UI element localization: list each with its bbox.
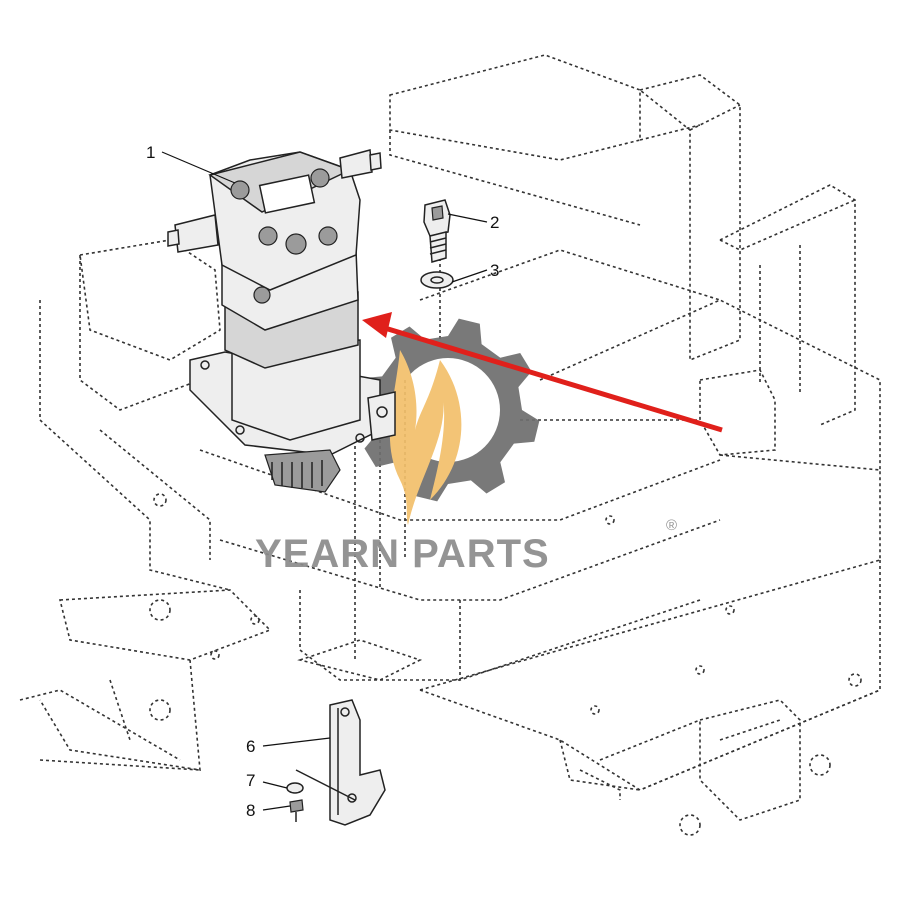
washer-part-3	[420, 271, 454, 289]
flame-logo-icon	[389, 350, 462, 525]
callout-1: 1	[146, 143, 155, 162]
highlight-arrow	[362, 312, 723, 433]
callout-7: 7	[246, 771, 255, 790]
brand-name: YEARN PARTS	[255, 532, 550, 576]
brand-watermark: YEARN PARTS ®	[255, 318, 677, 576]
callout-2: 2	[490, 213, 499, 232]
registered-mark: ®	[666, 517, 677, 534]
swing-motor-part-1	[167, 149, 396, 493]
callout-leaders	[161, 151, 488, 811]
callout-3: 3	[490, 261, 499, 280]
callout-8: 8	[246, 801, 255, 820]
bracket-part-6	[295, 699, 386, 826]
bolt-part-2	[423, 199, 451, 263]
callout-6: 6	[246, 737, 255, 756]
washer-part-7	[286, 782, 304, 794]
bolt-part-8	[289, 799, 304, 822]
